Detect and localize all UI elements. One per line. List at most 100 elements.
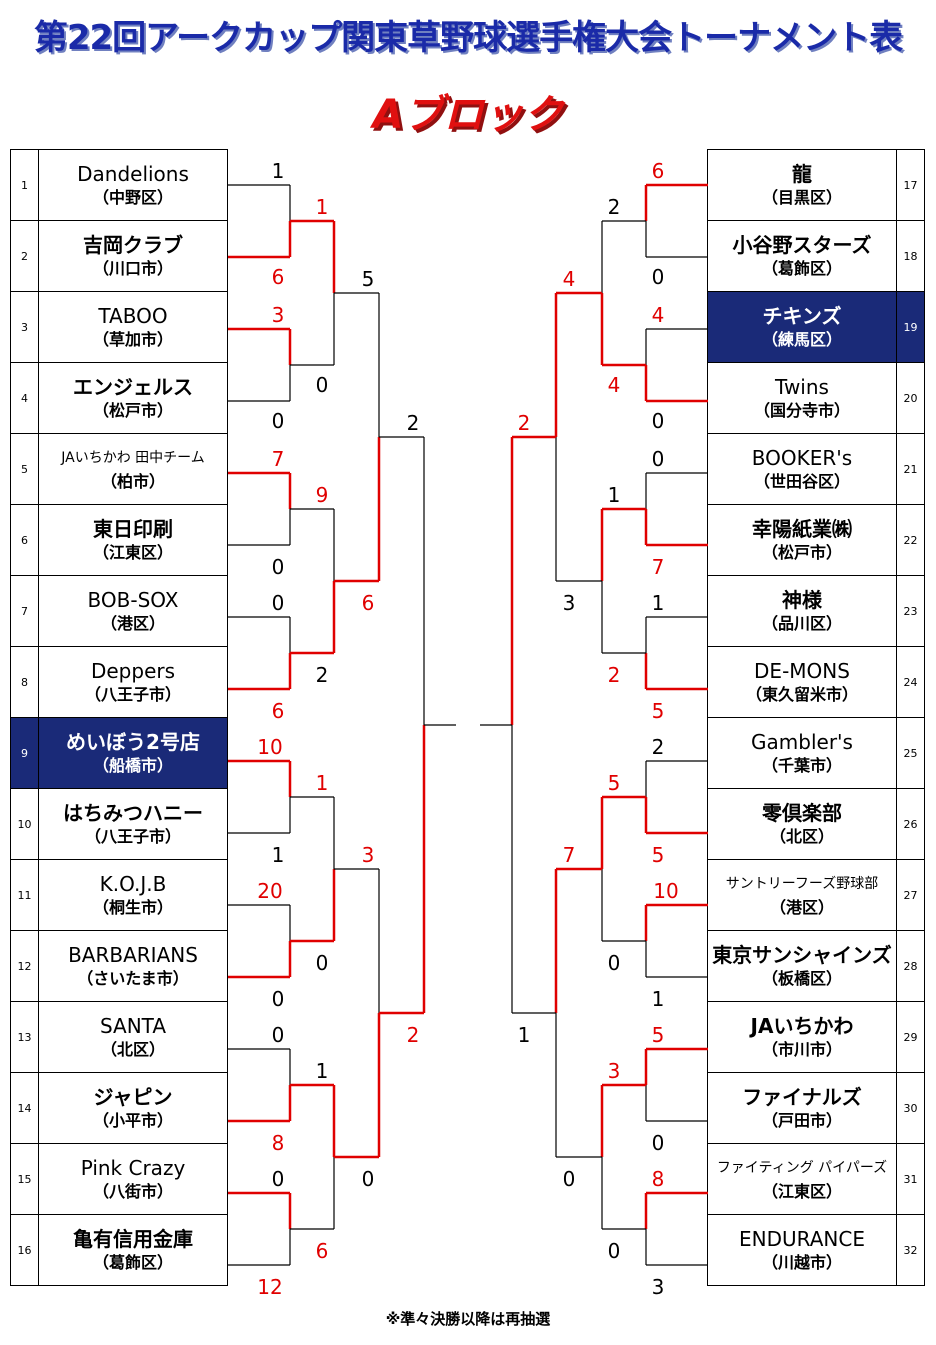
team-name: ファイナルズ [742, 1085, 862, 1109]
seed-number: 13 [10, 1001, 39, 1073]
team-name: DE-MONS [754, 659, 850, 683]
score-label: 0 [652, 447, 665, 471]
team-name: 東京サンシャインズ [712, 943, 892, 967]
score-label: 12 [257, 1275, 282, 1299]
team-cell: 東京サンシャインズ（板橋区） [707, 930, 897, 1002]
score-label: 3 [608, 1059, 621, 1083]
score-label: 4 [652, 303, 665, 327]
score-label: 8 [272, 1131, 285, 1155]
team-name: 神様 [782, 588, 822, 612]
team-name: SANTA [99, 1014, 167, 1038]
seed-number: 11 [10, 859, 39, 931]
score-label: 3 [563, 591, 576, 615]
team-area: （松戸市） [92, 401, 173, 420]
team-row: チキンズ（練馬区）19 [707, 291, 925, 363]
score-label: 3 [652, 1275, 665, 1299]
score-label: 9 [316, 483, 329, 507]
team-cell: チキンズ（練馬区） [707, 291, 897, 363]
team-name: Dandelions [77, 162, 189, 186]
team-row: Twins（国分寺市）20 [707, 362, 925, 434]
seed-number: 29 [896, 1001, 925, 1073]
team-cell: 零倶楽部（北区） [707, 788, 897, 860]
team-area: （中野区） [92, 188, 173, 207]
score-label: 2 [407, 1023, 420, 1047]
team-cell: 龍（目黒区） [707, 149, 897, 221]
score-label: 1 [316, 771, 329, 795]
team-row: DE-MONS（東久留米市）24 [707, 646, 925, 718]
team-row: BOOKER's（世田谷区）21 [707, 433, 925, 505]
score-label: 2 [518, 411, 531, 435]
score-label: 5 [652, 1023, 665, 1047]
score-label: 1 [652, 987, 665, 1011]
team-area: （船橋市） [92, 756, 173, 775]
team-area: （八王子市） [84, 685, 181, 704]
score-label: 2 [652, 735, 665, 759]
team-cell: はちみつハニー（八王子市） [38, 788, 228, 860]
footnote: ※準々決勝以降は再抽選 [385, 1310, 551, 1328]
team-cell: 吉岡クラブ（川口市） [38, 220, 228, 292]
score-label: 0 [316, 951, 329, 975]
score-label: 5 [652, 843, 665, 867]
team-row: 神様（品川区）23 [707, 575, 925, 647]
score-label: 6 [316, 1239, 329, 1263]
score-label: 6 [272, 265, 285, 289]
team-name: 幸陽紙業㈱ [752, 517, 852, 541]
team-area: （小平市） [92, 1111, 173, 1130]
score-label: 7 [563, 843, 576, 867]
team-cell: JAいちかわ 田中チーム（柏市） [38, 433, 228, 505]
score-label: 8 [652, 1167, 665, 1191]
team-area: （松戸市） [761, 543, 842, 562]
score-label: 5 [608, 771, 621, 795]
team-name: Gambler's [751, 730, 853, 754]
seed-number: 24 [896, 646, 925, 718]
score-label: 0 [608, 951, 621, 975]
team-cell: 亀有信用金庫（葛飾区） [38, 1214, 228, 1286]
score-label: 0 [362, 1167, 375, 1191]
team-cell: ジャピン （小平市） [38, 1072, 228, 1144]
team-name: 東日印刷 [93, 517, 173, 541]
score-label: 0 [272, 1167, 285, 1191]
team-name: ジャピン [93, 1085, 173, 1109]
team-cell: Deppers （八王子市） [38, 646, 228, 718]
team-row: 幸陽紙業㈱（松戸市）22 [707, 504, 925, 576]
team-cell: BOOKER's（世田谷区） [707, 433, 897, 505]
team-area: （北区） [769, 827, 834, 846]
team-name: BARBARIANS [68, 943, 198, 967]
score-label: 6 [362, 591, 375, 615]
team-area: （市川市） [761, 1040, 842, 1059]
score-label: 3 [272, 303, 285, 327]
team-area: （川越市） [761, 1253, 842, 1272]
score-label: 1 [316, 195, 329, 219]
score-label: 1 [272, 843, 285, 867]
team-name: 小谷野スターズ [732, 233, 872, 257]
team-cell: BARBARIANS（さいたま市） [38, 930, 228, 1002]
team-row: 零倶楽部（北区）26 [707, 788, 925, 860]
score-label: 4 [563, 267, 576, 291]
seed-number: 6 [10, 504, 39, 576]
team-cell: ENDURANCE（川越市） [707, 1214, 897, 1286]
team-area: （八街市） [92, 1182, 173, 1201]
seed-number: 14 [10, 1072, 39, 1144]
team-cell: Twins（国分寺市） [707, 362, 897, 434]
score-label: 5 [652, 699, 665, 723]
score-label: 1 [518, 1023, 531, 1047]
score-label: 4 [608, 373, 621, 397]
block-title: Aブロック [372, 92, 564, 138]
team-name: Deppers [90, 659, 176, 683]
score-label: 6 [652, 159, 665, 183]
team-area: （草加市） [92, 330, 173, 349]
seed-number: 32 [896, 1214, 925, 1286]
seed-number: 27 [896, 859, 925, 931]
team-name: 亀有信用金庫 [73, 1227, 193, 1251]
score-label: 0 [272, 987, 285, 1011]
seed-number: 25 [896, 717, 925, 789]
team-row: ファイナルズ（戸田市）30 [707, 1072, 925, 1144]
score-label: 10 [257, 735, 282, 759]
team-name: TABOO [98, 304, 168, 328]
